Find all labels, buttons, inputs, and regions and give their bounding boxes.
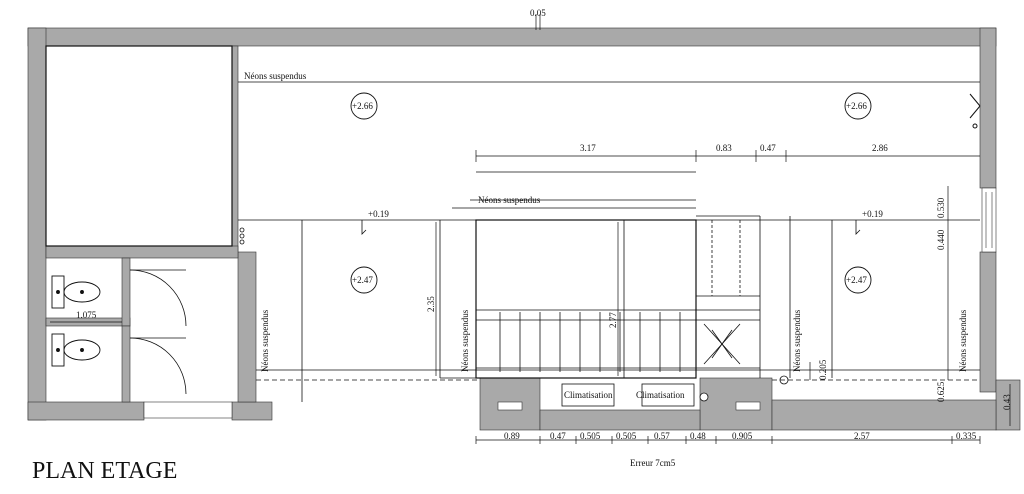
clim-box-2 bbox=[641, 383, 695, 407]
vent-opening-1 bbox=[497, 401, 523, 411]
wall-left-room-right bbox=[231, 45, 239, 253]
wall-bottom-right bbox=[995, 379, 1021, 431]
dim-0-83: 0.83 bbox=[716, 143, 732, 153]
wall-bottom-clim bbox=[539, 409, 701, 431]
dim-0-43: 0.43 bbox=[1002, 394, 1012, 410]
dim-b-0-47: 0.47 bbox=[550, 431, 566, 441]
clim-box-1 bbox=[561, 383, 615, 407]
electrical-symbol bbox=[969, 93, 981, 129]
door-bottom bbox=[143, 401, 233, 419]
neons-label-v3: Néons suspendus bbox=[792, 309, 802, 372]
plan-title: PLAN ETAGE bbox=[32, 458, 177, 484]
upper-left-room bbox=[45, 45, 233, 247]
wall-bottom-right-long bbox=[771, 399, 997, 431]
neons-label-v4: Néons suspendus bbox=[958, 309, 968, 372]
dim-b-0-57: 0.57 bbox=[654, 431, 670, 441]
dim-1-075: 1.075 bbox=[76, 310, 97, 320]
clim-label-1: Climatisation bbox=[564, 390, 613, 400]
wall-right-lower bbox=[979, 251, 997, 393]
level-arrow-left bbox=[361, 220, 367, 235]
wall-wc-top bbox=[45, 245, 239, 259]
stair-treads bbox=[499, 312, 681, 372]
wall-bottom-left bbox=[27, 401, 145, 421]
level-arrow-right bbox=[855, 220, 861, 235]
dim-2-77: 2.77 bbox=[608, 312, 618, 328]
wall-wc-partition-1 bbox=[121, 257, 131, 327]
dim-2-86: 2.86 bbox=[872, 143, 888, 153]
wc-1 bbox=[51, 275, 101, 309]
wall-left bbox=[27, 27, 47, 421]
dim-0-47: 0.47 bbox=[760, 143, 776, 153]
neons-label-v1: Néons suspendus bbox=[260, 309, 270, 372]
error-note: Erreur 7cm5 bbox=[630, 458, 676, 468]
dim-top: 0.05 bbox=[530, 8, 546, 18]
wall-wc-right bbox=[237, 251, 257, 403]
dim-b-0-505a: 0.505 bbox=[580, 431, 601, 441]
level-top-right: +2.66 bbox=[846, 101, 867, 111]
dim-3-17: 3.17 bbox=[580, 143, 596, 153]
level-markers bbox=[350, 92, 872, 294]
level-line-left: +0.19 bbox=[368, 209, 389, 219]
wc-doors bbox=[129, 269, 187, 395]
level-mid-right: +2.47 bbox=[846, 275, 867, 285]
dim-b-2-57: 2.57 bbox=[854, 431, 870, 441]
vent-opening-2 bbox=[735, 401, 761, 411]
neons-label-top: Néons suspendus bbox=[244, 71, 307, 81]
window-right bbox=[981, 187, 997, 253]
wall-right-upper bbox=[979, 27, 997, 189]
dim-b-0-905: 0.905 bbox=[732, 431, 753, 441]
clim-label-2: Climatisation bbox=[636, 390, 685, 400]
dim-2-35: 2.35 bbox=[426, 296, 436, 312]
wc-2 bbox=[51, 333, 101, 367]
level-top-left: +2.66 bbox=[352, 101, 373, 111]
dimension-lines bbox=[50, 14, 1011, 444]
dim-b-0-89: 0.89 bbox=[504, 431, 520, 441]
dim-b-0-335: 0.335 bbox=[956, 431, 977, 441]
neons-label-v2: Néons suspendus bbox=[460, 309, 470, 372]
dim-b-0-505b: 0.505 bbox=[616, 431, 637, 441]
dim-0-205: 0.205 bbox=[818, 359, 828, 380]
neons-label-mid: Néons suspendus bbox=[478, 195, 541, 205]
dim-b-0-48: 0.48 bbox=[690, 431, 706, 441]
wall-bottom-mid bbox=[231, 401, 273, 421]
level-mid-left: +2.47 bbox=[352, 275, 373, 285]
dim-0-625: 0.625 bbox=[936, 381, 946, 402]
wall-wc-partition-2 bbox=[121, 325, 131, 403]
level-line-right: +0.19 bbox=[862, 209, 883, 219]
dim-0-440: 0.440 bbox=[936, 229, 946, 250]
small-circles bbox=[239, 227, 789, 402]
dim-0-530: 0.530 bbox=[936, 197, 946, 218]
plan-lines bbox=[238, 81, 980, 402]
wall-top bbox=[27, 27, 997, 47]
